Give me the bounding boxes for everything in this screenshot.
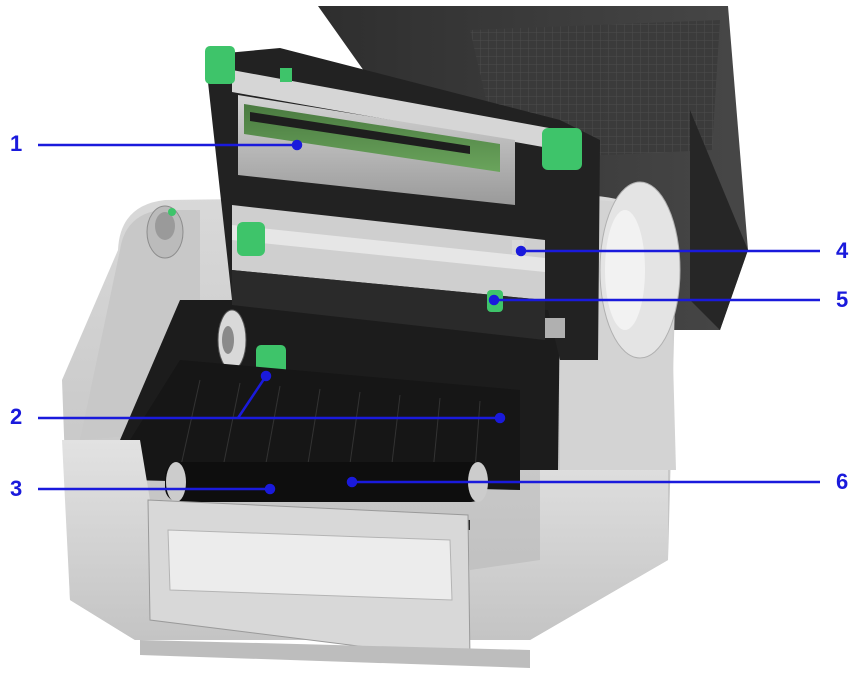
callout-1: 1 [10, 131, 23, 156]
callout-2: 2 [10, 404, 23, 429]
callout-6: 6 [836, 469, 849, 494]
callout-3: 3 [10, 476, 23, 501]
print-head-mechanism [205, 48, 600, 360]
callout-5: 5 [836, 287, 849, 312]
power-button-icon [146, 205, 184, 259]
callout-4: 4 [836, 238, 849, 263]
front-panel [62, 440, 668, 668]
callout-lines [38, 139, 820, 495]
